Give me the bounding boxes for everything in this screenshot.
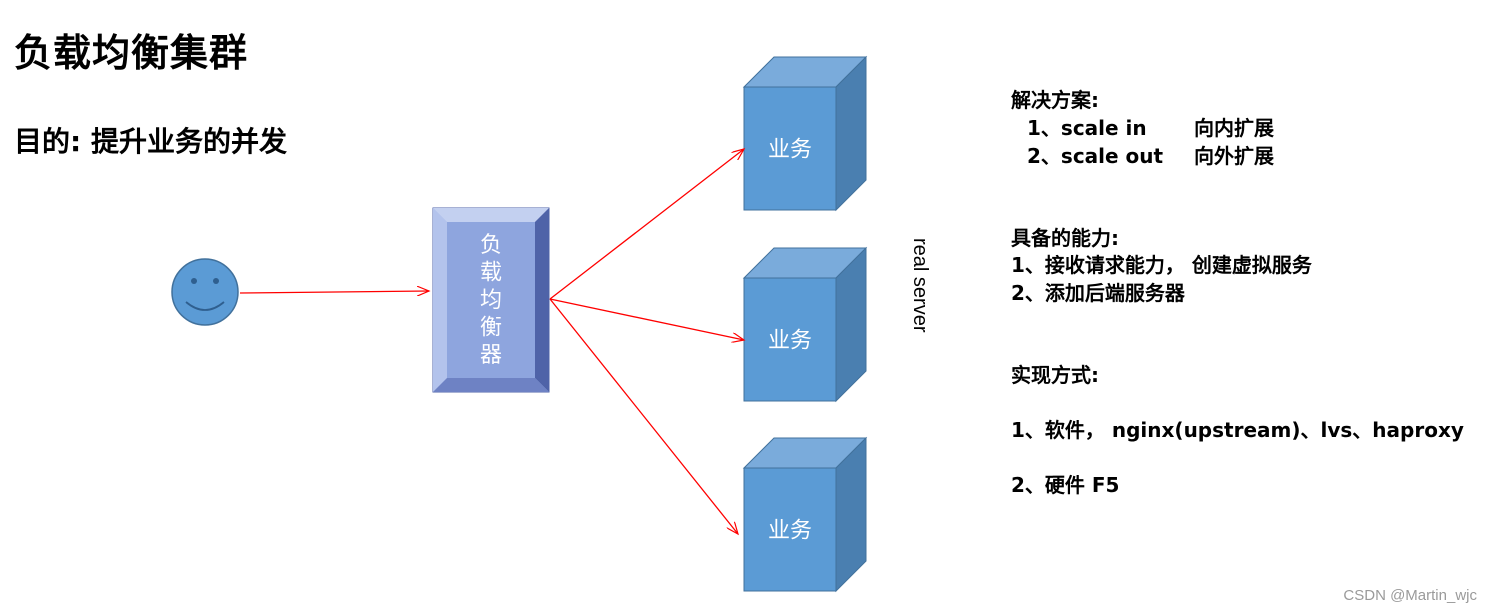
client-smiley-icon: [171, 258, 239, 326]
server-label: 业务: [768, 519, 812, 544]
capability-item-1: 1、接收请求能力， 创建虚拟服务: [1011, 253, 1312, 277]
solutions-heading: 解决方案:: [1011, 88, 1099, 112]
capability-item-2: 2、添加后端服务器: [1011, 281, 1185, 305]
server-label: 业务: [768, 329, 812, 354]
server-cube: 业务: [742, 436, 868, 593]
implementation-item-2: 2、硬件 F5: [1011, 473, 1120, 497]
server-cube: 业务: [742, 55, 868, 212]
watermark: CSDN @Martin_wjc: [1343, 587, 1477, 604]
page-title: 负载均衡集群: [14, 31, 249, 75]
arrow-balancer-to-server-1: [549, 149, 744, 300]
implementation-heading: 实现方式:: [1011, 363, 1099, 387]
load-balancer-char: 负: [480, 233, 502, 258]
load-balancer-char: 载: [480, 261, 502, 286]
real-server-label: real server: [909, 238, 931, 333]
server-cube: 业务: [742, 246, 868, 403]
arrow-client-to-balancer: [239, 291, 429, 293]
arrow-balancer-to-server-2: [549, 298, 744, 340]
capabilities-heading: 具备的能力:: [1011, 226, 1119, 250]
page-subtitle: 目的: 提升业务的并发: [14, 125, 287, 158]
solution-item-1: 1、scale in: [1027, 116, 1147, 140]
solution-item-2: 2、scale out: [1027, 144, 1164, 168]
solution-item-1-desc: 向内扩展: [1194, 116, 1274, 140]
load-balancer-char: 衡: [480, 316, 502, 341]
load-balancer-char: 器: [480, 343, 502, 368]
solution-item-2-desc: 向外扩展: [1194, 144, 1274, 168]
arrow-balancer-to-server-3: [549, 298, 738, 534]
load-balancer-char: 均: [480, 288, 502, 313]
server-label: 业务: [768, 138, 812, 163]
implementation-item-1: 1、软件， nginx(upstream)、lvs、haproxy: [1011, 418, 1464, 442]
